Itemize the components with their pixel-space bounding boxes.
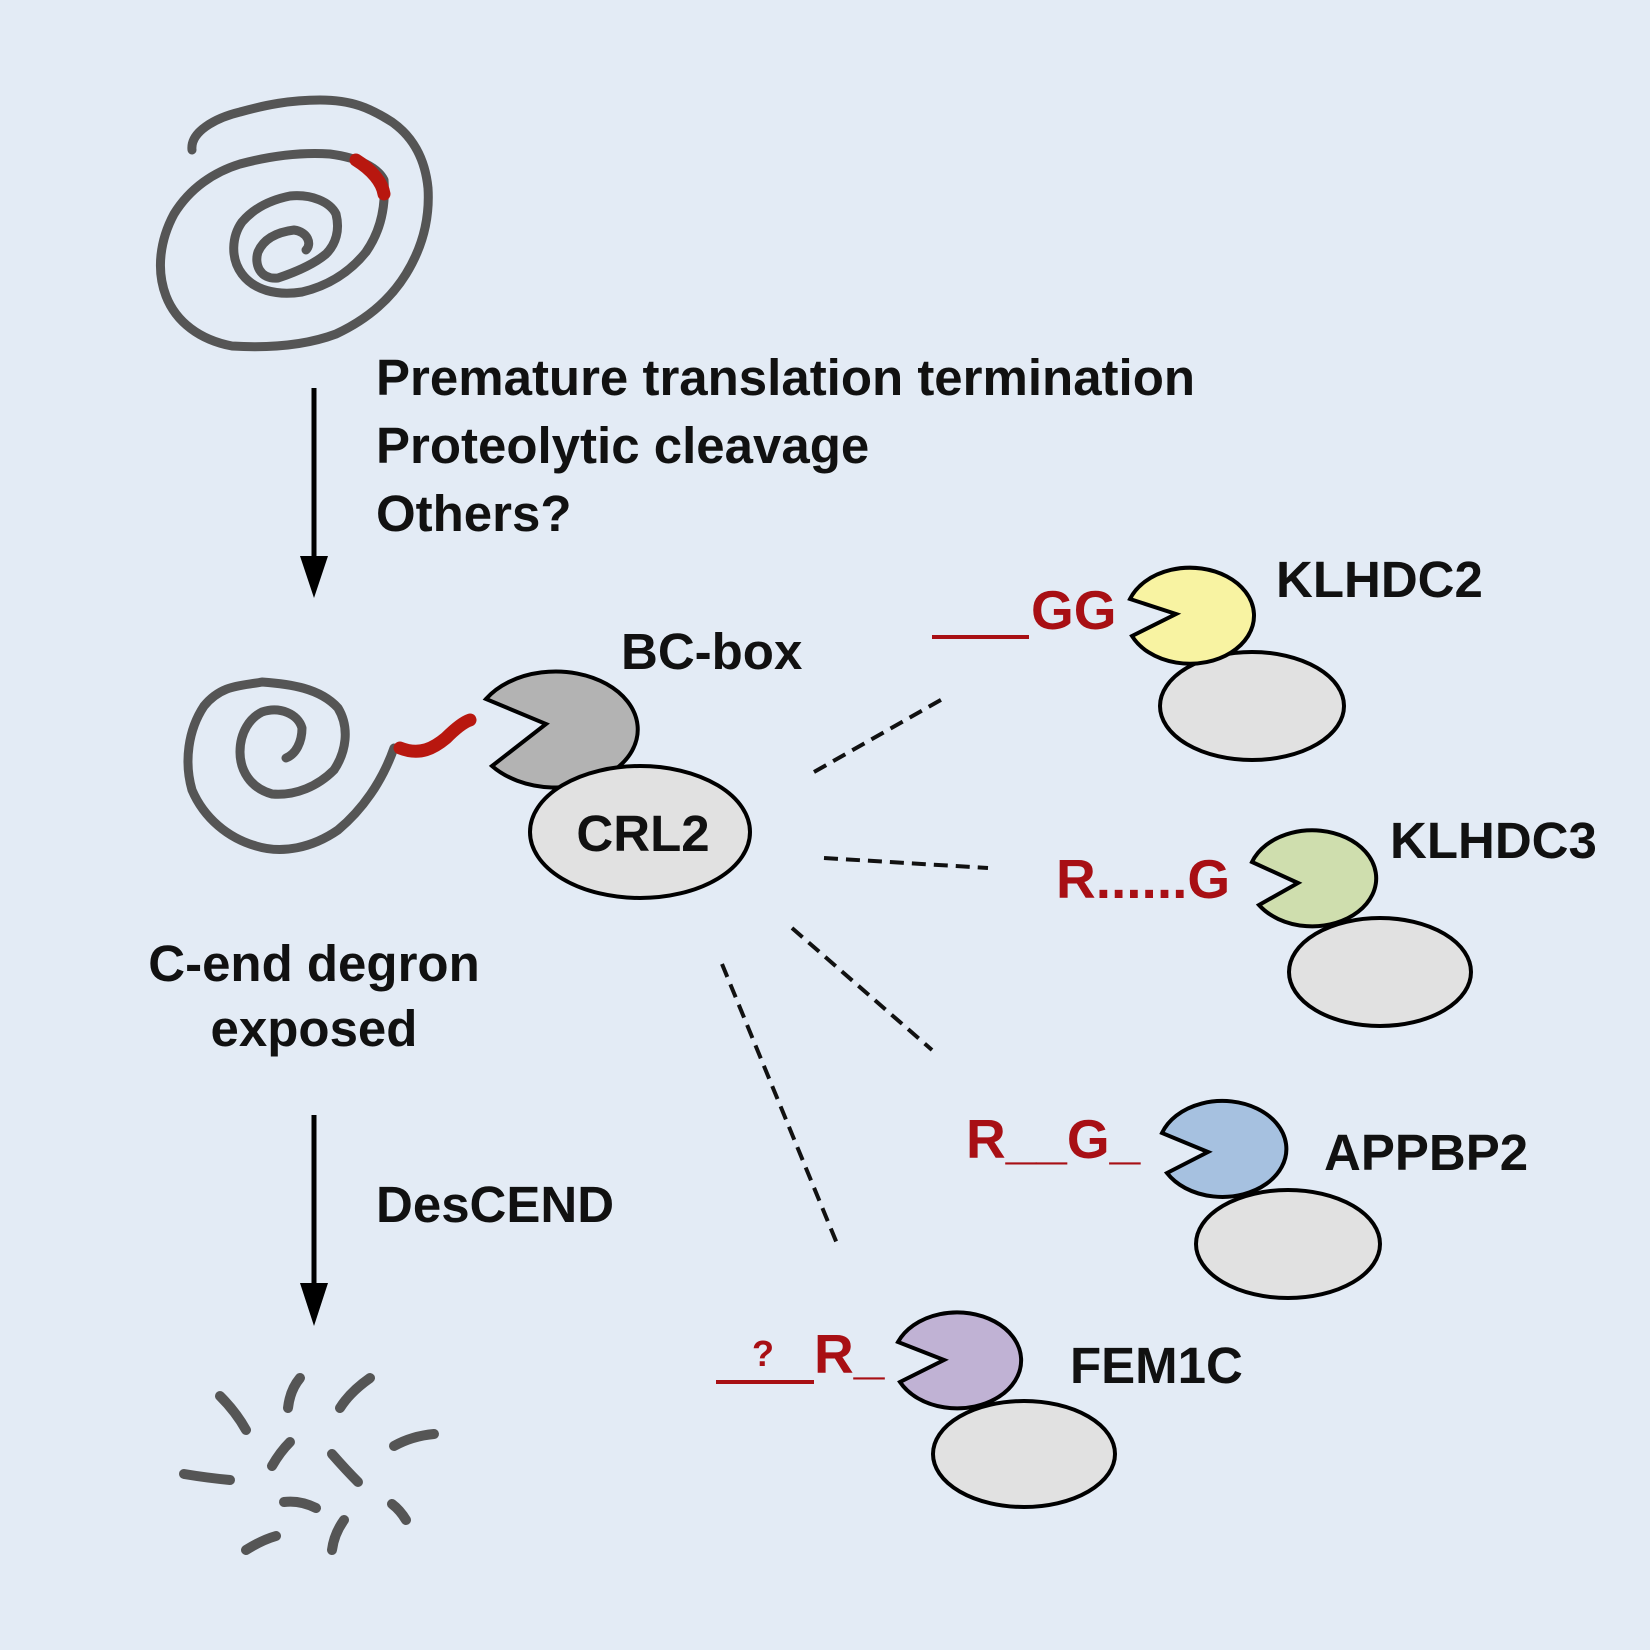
mechanism-others: Others? bbox=[376, 485, 572, 542]
link-klhdc2 bbox=[813, 695, 947, 774]
folded-protein-icon bbox=[155, 95, 433, 352]
klhdc3-pacman bbox=[1249, 828, 1379, 929]
bc-box-label: BC-box bbox=[621, 623, 802, 680]
interaction-lines bbox=[720, 695, 989, 1247]
crl2-label: CRL2 bbox=[576, 805, 709, 862]
processing-arrow bbox=[300, 388, 328, 598]
exposed-label-line2: exposed bbox=[211, 1000, 418, 1057]
appbp2-pacman bbox=[1159, 1098, 1289, 1199]
fem1c-label: FEM1C bbox=[1070, 1337, 1243, 1394]
fem1c-pacman bbox=[895, 1310, 1024, 1411]
fem1c-cul-oval bbox=[931, 1399, 1117, 1509]
fem1c-motif-unknown: ? bbox=[752, 1333, 774, 1374]
pathway-label: DesCEND bbox=[376, 1176, 614, 1233]
klhdc3-receptor: R......G KLHDC3 bbox=[1056, 812, 1597, 1028]
klhdc3-cul-oval bbox=[1287, 916, 1473, 1028]
appbp2-cul-oval bbox=[1194, 1188, 1382, 1300]
appbp2-label: APPBP2 bbox=[1324, 1124, 1528, 1181]
degraded-fragments-icon bbox=[179, 1373, 439, 1555]
klhdc2-receptor: GG KLHDC2 bbox=[932, 551, 1483, 762]
mechanism-premature-termination: Premature translation termination bbox=[376, 349, 1195, 406]
truncated-protein-icon bbox=[183, 677, 477, 854]
klhdc2-motif: GG bbox=[1031, 579, 1117, 641]
bc-box-shape bbox=[482, 669, 640, 790]
crl2-oval bbox=[528, 764, 752, 900]
klhdc2-pacman bbox=[1127, 565, 1256, 666]
degradation-arrow bbox=[300, 1115, 328, 1326]
klhdc3-label: KLHDC3 bbox=[1390, 812, 1597, 869]
link-klhdc3 bbox=[823, 856, 989, 870]
link-fem1c bbox=[720, 963, 840, 1247]
mechanism-proteolytic-cleavage: Proteolytic cleavage bbox=[376, 417, 869, 474]
appbp2-motif: R__G_ bbox=[966, 1108, 1142, 1170]
appbp2-receptor: R__G_ APPBP2 bbox=[966, 1098, 1528, 1300]
link-appbp2 bbox=[790, 926, 934, 1052]
klhdc2-label: KLHDC2 bbox=[1276, 551, 1483, 608]
fem1c-motif: R_ bbox=[814, 1323, 886, 1385]
klhdc3-motif: R......G bbox=[1056, 848, 1230, 910]
klhdc2-cul-oval bbox=[1158, 650, 1346, 762]
exposed-label-line1: C-end degron bbox=[148, 935, 479, 992]
fem1c-receptor: ? R_ FEM1C bbox=[716, 1310, 1243, 1509]
